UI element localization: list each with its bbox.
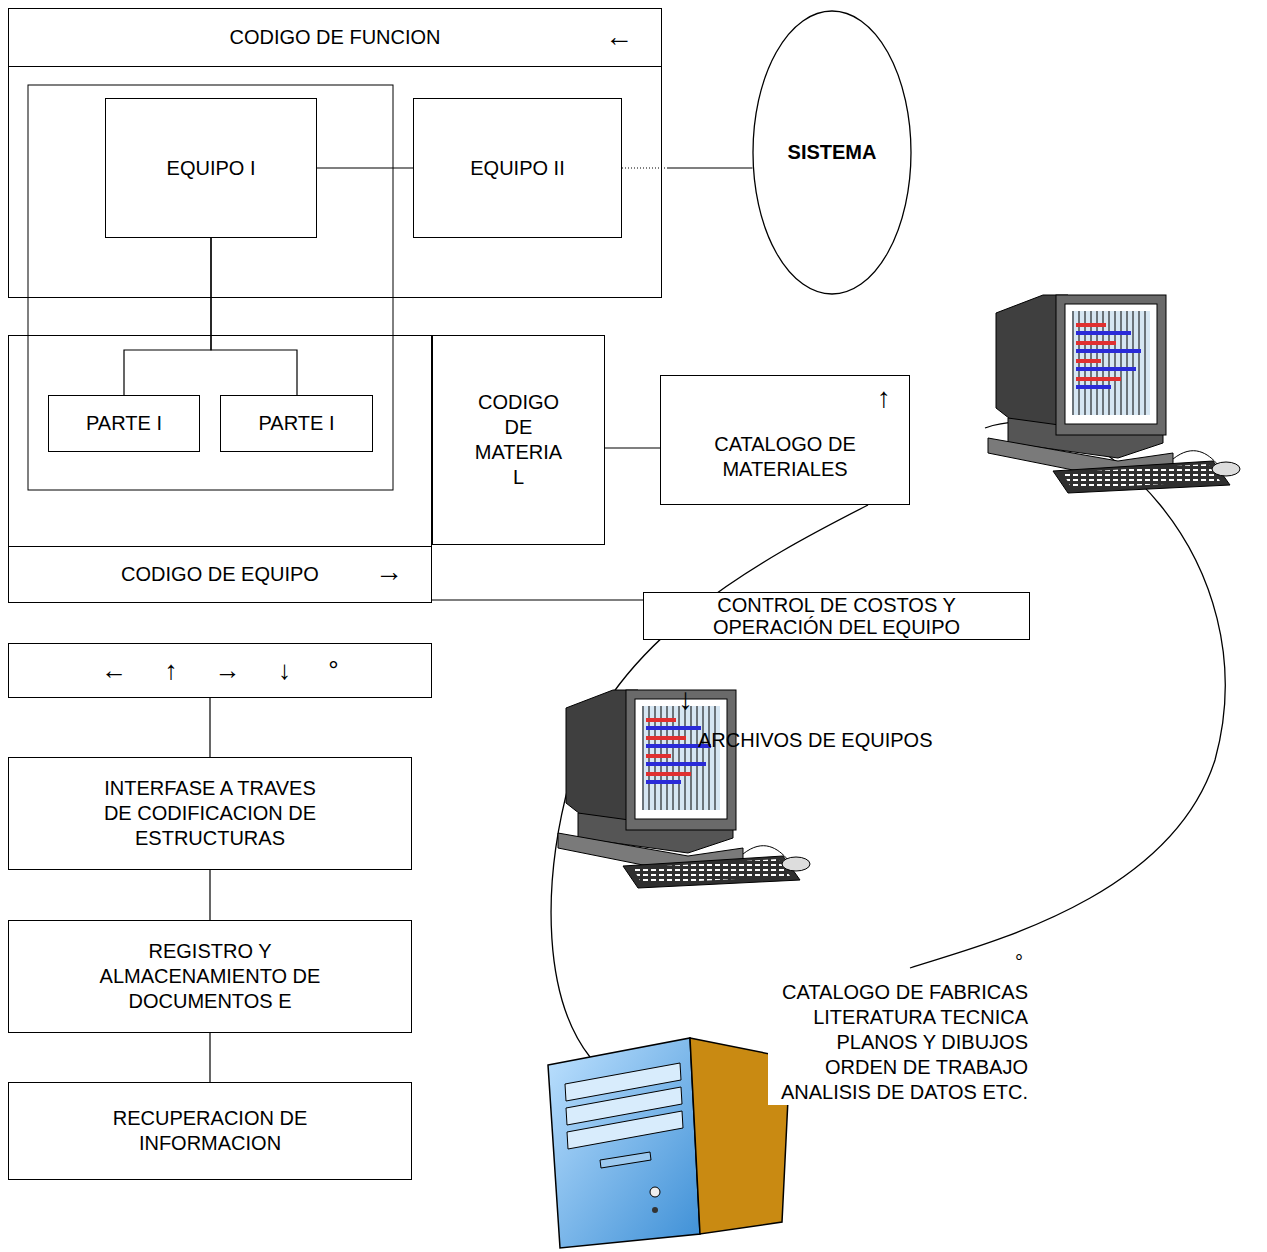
cost-control-box: CONTROL DE COSTOS Y OPERACIÓN DEL EQUIPO [643, 592, 1030, 640]
box-label: RECUPERACION DE INFORMACION [90, 1106, 330, 1156]
bullet-symbol: ° [1015, 950, 1023, 975]
computer-monitor [558, 690, 810, 888]
connector-line [124, 238, 211, 395]
equipment-box: EQUIPO II [413, 98, 622, 238]
drawing-part [600, 1152, 651, 1168]
drawing-part [567, 1111, 683, 1149]
box-label: EQUIPO I [167, 156, 256, 181]
files-label: ARCHIVOS DE EQUIPOS [698, 728, 933, 753]
box-label: SISTEMA [788, 140, 877, 165]
process-box: RECUPERACION DE INFORMACION [8, 1082, 412, 1180]
band-divider [9, 66, 661, 67]
box-label: REGISTRO Y ALMACENAMIENTO DE DOCUMENTOS … [90, 939, 330, 1014]
part-box: PARTE I [220, 395, 373, 452]
process-box: REGISTRO Y ALMACENAMIENTO DE DOCUMENTOS … [8, 920, 412, 1033]
link-curve [551, 505, 868, 1057]
function-code-frame: CODIGO DE FUNCION← EQUIPO I EQUIPO II [8, 8, 662, 298]
drawing-part [650, 1187, 660, 1197]
band-divider [9, 546, 431, 547]
grouping-frame [28, 85, 393, 490]
box-label: CODIGO DE MATERIA L [469, 390, 569, 490]
drawing-part [652, 1207, 658, 1213]
arrow-symbol: ↓ [678, 680, 693, 718]
catalog-box: ↑ CATALOGO DE MATERIALES [660, 375, 910, 505]
symbol-strip: ← ↑ → ↓ ° [8, 643, 432, 698]
box-label: CONTROL DE COSTOS Y OPERACIÓN DEL EQUIPO [707, 594, 967, 638]
box-label: CODIGO DE EQUIPO [9, 562, 431, 587]
connector-line [209, 1033, 210, 1082]
arrow-symbol: ← [605, 19, 633, 54]
box-label: INTERFASE A TRAVES DE CODIFICACION DE ES… [90, 776, 330, 851]
connector-line [622, 167, 752, 168]
material-code-box: CODIGO DE MATERIA L [432, 335, 605, 545]
connector-line [209, 698, 210, 757]
arrow-symbol: ↑ [877, 380, 891, 415]
drawing-part [548, 1038, 700, 1248]
box-label: EQUIPO II [470, 156, 564, 181]
system-ellipse: SISTEMA [752, 10, 912, 295]
connector-line [605, 447, 660, 448]
box-label: PARTE I [86, 411, 162, 436]
connector-line [209, 870, 210, 920]
equipment-code-frame: CODIGO DE EQUIPO→ PARTE I PARTE I [8, 335, 432, 603]
connector-line [211, 238, 297, 395]
process-box: INTERFASE A TRAVES DE CODIFICACION DE ES… [8, 757, 412, 870]
box-label: PARTE I [259, 411, 335, 436]
box-label: CATALOGO DE MATERIALES [685, 432, 885, 482]
box-label: ← ↑ → ↓ ° [101, 654, 338, 687]
connector-line [432, 599, 643, 600]
part-box: PARTE I [48, 395, 200, 452]
link-curve [910, 423, 1225, 968]
ellipse-outline [753, 11, 911, 294]
computer-monitor [988, 295, 1240, 493]
connector-line [317, 167, 413, 168]
tower-computer [548, 1038, 790, 1248]
box-label: CODIGO DE FUNCION [9, 25, 661, 50]
document-list: CATALOGO DE FABRICAS LITERATURA TECNICA … [768, 980, 1028, 1105]
arrow-symbol: → [375, 554, 403, 589]
equipment-box: EQUIPO I [105, 98, 317, 238]
